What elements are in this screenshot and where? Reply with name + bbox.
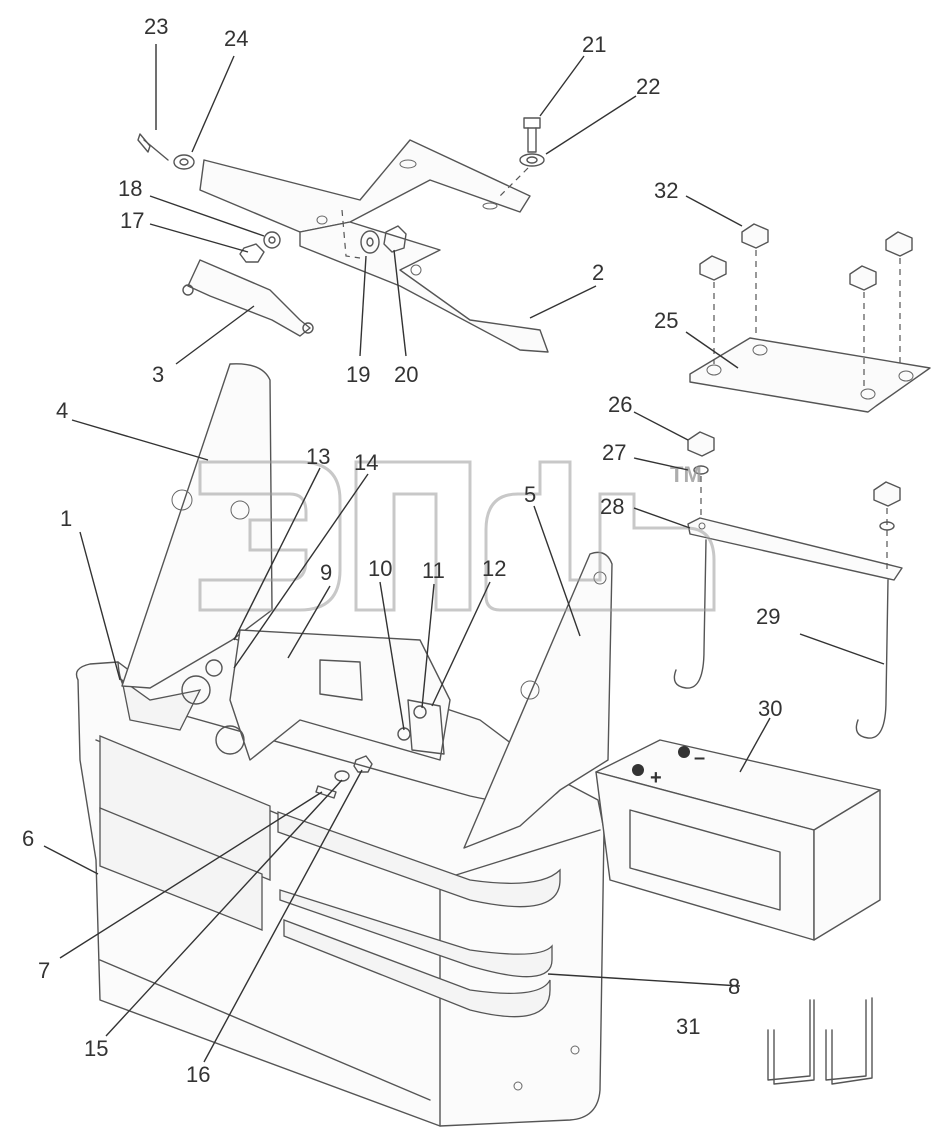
j-hook-rod-left bbox=[673, 539, 707, 689]
leader-lines bbox=[43, 44, 885, 1063]
side-plate-left bbox=[121, 363, 273, 689]
watermark-tm: TM bbox=[670, 462, 702, 487]
callout-3: 3 bbox=[152, 362, 164, 387]
callout-4: 4 bbox=[56, 398, 68, 423]
callout-31: 31 bbox=[676, 1014, 700, 1039]
callout-16: 16 bbox=[186, 1062, 210, 1087]
callout-32: 32 bbox=[654, 178, 678, 203]
callout-24: 24 bbox=[224, 26, 248, 51]
callout-17: 17 bbox=[120, 208, 144, 233]
callout-labels: 1 2 3 4 5 6 7 8 9 10 11 12 13 14 15 16 1… bbox=[22, 14, 782, 1087]
washer-19 bbox=[360, 230, 380, 254]
callout-22: 22 bbox=[636, 74, 660, 99]
front-grille-bottom-right bbox=[283, 919, 551, 1018]
callout-28: 28 bbox=[600, 494, 624, 519]
front-grille-upper-left bbox=[99, 735, 271, 881]
callout-30: 30 bbox=[758, 696, 782, 721]
battery-negative-terminal bbox=[678, 746, 690, 758]
washer-18 bbox=[263, 231, 281, 249]
washer-24 bbox=[173, 154, 195, 170]
callout-14: 14 bbox=[354, 450, 378, 475]
callout-20: 20 bbox=[394, 362, 418, 387]
housing-hole bbox=[513, 1081, 523, 1091]
nut-20 bbox=[383, 225, 407, 253]
nut-16 bbox=[353, 755, 373, 773]
callout-29: 29 bbox=[756, 604, 780, 629]
washer-27 bbox=[693, 465, 709, 475]
callout-21: 21 bbox=[582, 32, 606, 57]
battery-positive-terminal bbox=[632, 764, 644, 776]
battery-positive-label: + bbox=[650, 767, 662, 789]
callout-11: 11 bbox=[422, 558, 445, 583]
assembly-line bbox=[341, 209, 361, 259]
callout-10: 10 bbox=[368, 556, 392, 581]
callout-25: 25 bbox=[654, 308, 678, 333]
washer-22 bbox=[499, 153, 545, 197]
hold-down-plate bbox=[689, 337, 931, 413]
front-grille-lower-right bbox=[279, 889, 553, 978]
callout-15: 15 bbox=[84, 1036, 108, 1061]
front-grille-upper-right bbox=[277, 811, 561, 908]
u-clips bbox=[767, 997, 873, 1085]
callout-6: 6 bbox=[22, 826, 34, 851]
strap-28 bbox=[687, 517, 903, 581]
housing-hole bbox=[570, 1045, 580, 1055]
nut-32 bbox=[699, 223, 913, 291]
watermark-logo: TM bbox=[198, 460, 716, 612]
top-grille bbox=[121, 678, 202, 731]
battery: – + bbox=[595, 739, 881, 941]
callout-5: 5 bbox=[524, 482, 536, 507]
callout-19: 19 bbox=[346, 362, 370, 387]
callout-18: 18 bbox=[118, 176, 142, 201]
nut-17 bbox=[239, 243, 265, 263]
callout-23: 23 bbox=[144, 14, 168, 39]
plate-12 bbox=[407, 699, 445, 755]
fastener-7 bbox=[315, 785, 337, 799]
callout-26: 26 bbox=[608, 392, 632, 417]
u-bracket bbox=[182, 259, 314, 337]
bolt-21 bbox=[523, 117, 541, 153]
callout-1: 1 bbox=[60, 506, 72, 531]
front-grille-lower-left bbox=[99, 807, 263, 931]
battery-negative-label: – bbox=[694, 747, 705, 769]
callout-2: 2 bbox=[592, 260, 604, 285]
nut-11 bbox=[413, 705, 427, 719]
callout-27: 27 bbox=[602, 440, 626, 465]
callout-9: 9 bbox=[320, 560, 332, 585]
inner-mount-bracket bbox=[181, 629, 451, 761]
nut-26 bbox=[687, 431, 715, 457]
callout-8: 8 bbox=[728, 974, 740, 999]
callout-7: 7 bbox=[38, 958, 50, 983]
callout-12: 12 bbox=[482, 556, 506, 581]
callout-13: 13 bbox=[306, 444, 330, 469]
j-hook-rod-right bbox=[855, 579, 889, 739]
bolt-23 bbox=[137, 133, 169, 161]
battery-clamp-bracket bbox=[199, 139, 549, 353]
